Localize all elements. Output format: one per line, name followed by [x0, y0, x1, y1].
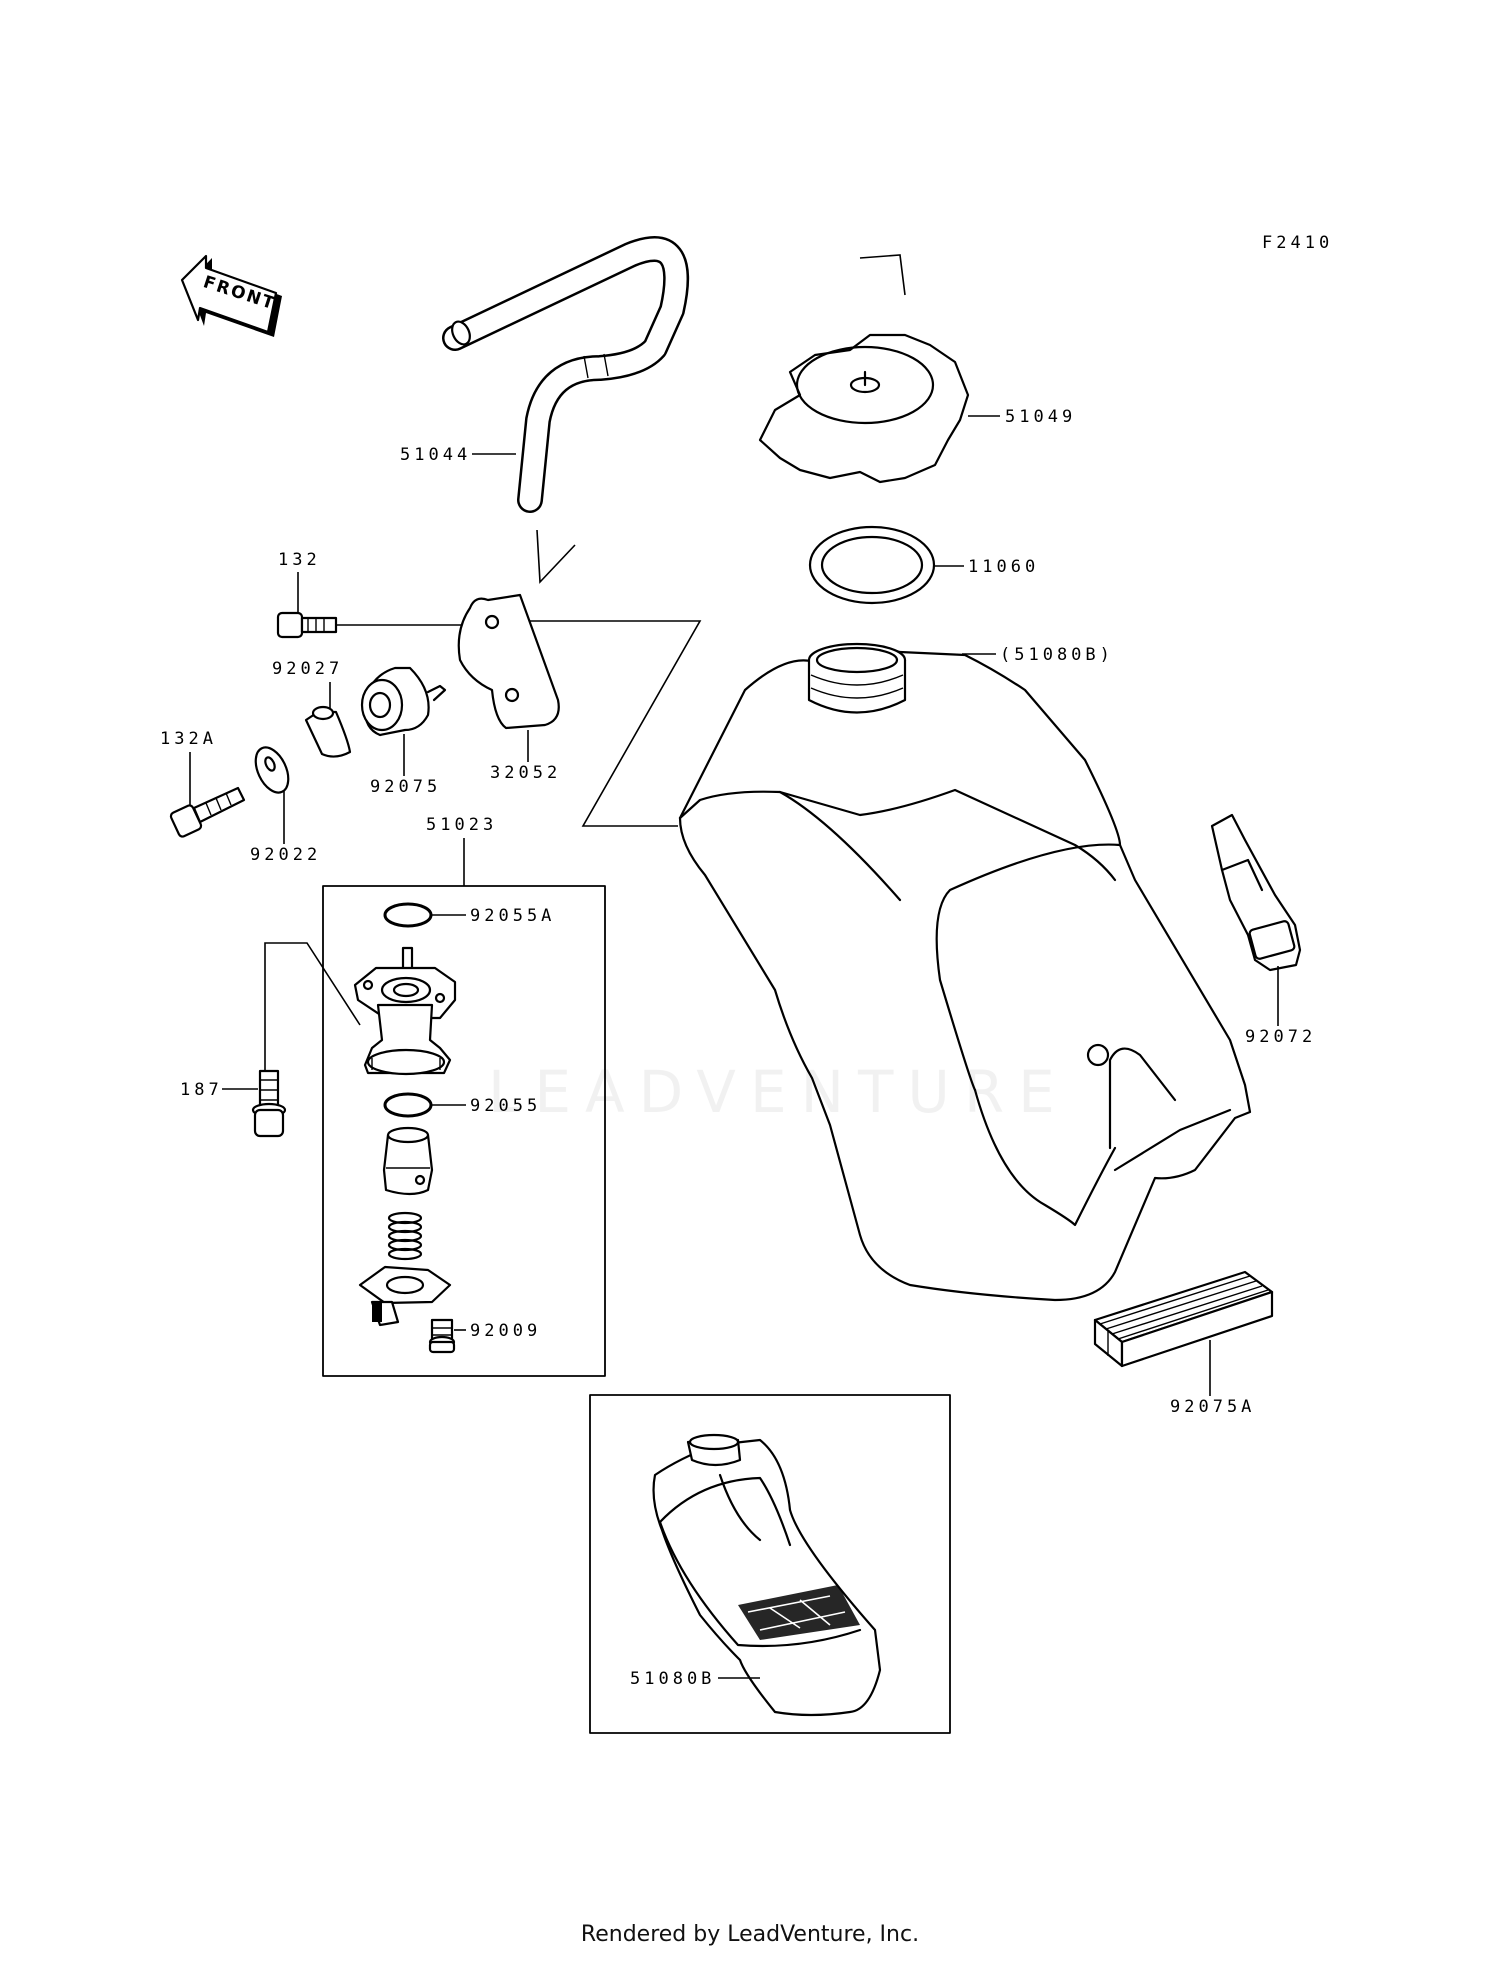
fuel-cap: [758, 333, 970, 484]
label-51044: 51044: [400, 445, 471, 465]
cap-gasket: [808, 525, 936, 605]
fuel-tank: [678, 642, 1252, 1302]
damper-92075A: [1093, 1270, 1274, 1368]
label-11060: 11060: [968, 557, 1039, 577]
o-ring-92055A: [383, 902, 433, 928]
washer: [254, 746, 290, 794]
label-92075A: 92075A: [1170, 1397, 1255, 1417]
label-51080B: 51080B: [630, 1669, 715, 1689]
label-92009: 92009: [470, 1321, 541, 1341]
label-132: 132: [278, 550, 321, 570]
bolt-132A: [169, 786, 246, 838]
bolt-187: [251, 1069, 287, 1138]
bolt-132: [276, 611, 338, 639]
damper-92075: [360, 666, 447, 737]
footer-credit: Rendered by LeadVenture, Inc.: [580, 1922, 920, 1947]
label-92072: 92072: [1245, 1027, 1316, 1047]
label-132A: 132A: [160, 729, 217, 749]
label-92022: 92022: [250, 845, 321, 865]
label-187: 187: [180, 1080, 223, 1100]
screw-92009: [428, 1318, 456, 1354]
tank-strap: [1210, 813, 1302, 972]
figure-code: F2410: [1262, 233, 1333, 253]
o-ring-92055: [383, 1092, 433, 1118]
watermark: LEADVENTURE: [488, 1058, 1069, 1126]
fuel-cock-box: [322, 885, 606, 1377]
front-arrow-icon: FRONT: [180, 254, 282, 337]
label-51080B-paren: (51080B): [1000, 645, 1114, 665]
bracket: [457, 593, 560, 730]
fuel-cock-body: [353, 946, 457, 1076]
label-92055: 92055: [470, 1096, 541, 1116]
label-92055A: 92055A: [470, 906, 555, 926]
label-32052: 32052: [490, 763, 561, 783]
lever-plate: [358, 1265, 452, 1327]
spring: [387, 1211, 423, 1261]
label-92027: 92027: [272, 659, 343, 679]
label-51023: 51023: [426, 815, 497, 835]
label-92075: 92075: [370, 777, 441, 797]
breather-hose: [442, 236, 690, 513]
label-51049: 51049: [1005, 407, 1076, 427]
valve-cone: [382, 1126, 434, 1196]
collar: [304, 705, 352, 758]
inset-box: [589, 1394, 951, 1734]
